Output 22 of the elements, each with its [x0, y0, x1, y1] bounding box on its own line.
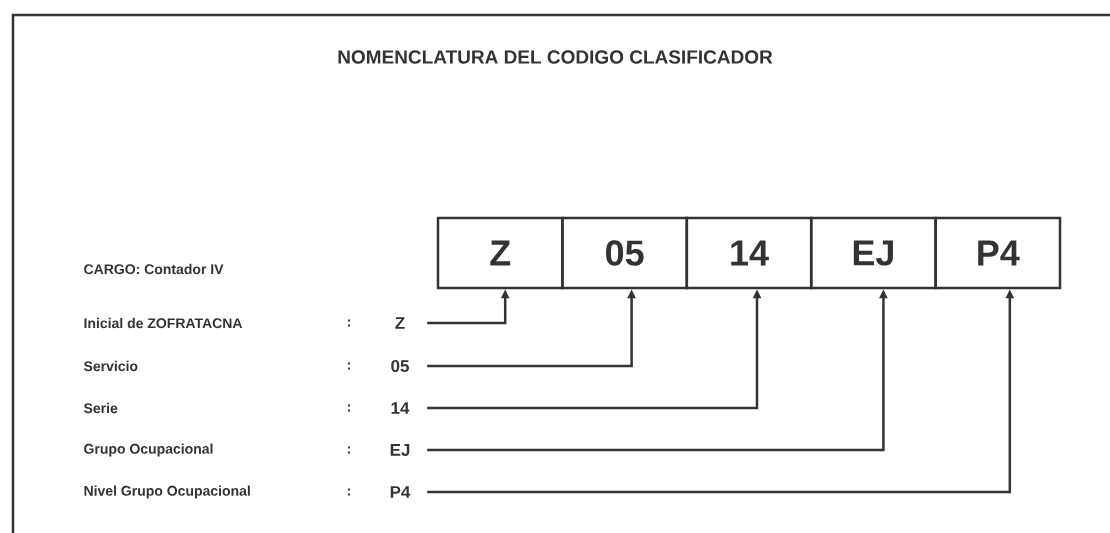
code-box: EJ: [809, 216, 937, 290]
code-box: 05: [561, 216, 689, 290]
colon: :: [348, 446, 350, 454]
row-label: Grupo Ocupacional: [84, 443, 213, 457]
code-letter: 14: [391, 402, 410, 414]
heading-label: CARGO: Contador IV: [84, 263, 224, 275]
code-letter: Z: [395, 317, 405, 329]
row-label: Serie: [83, 402, 118, 414]
code-box: 14: [685, 216, 813, 290]
code-letter: EJ: [390, 444, 410, 456]
code-letter: 05: [391, 360, 409, 373]
title: NOMENCLATURA DEL CODIGO CLASIFICADOR: [338, 50, 773, 64]
colon: :: [348, 488, 350, 496]
row-label: Servicio: [83, 360, 138, 372]
colon: :: [348, 319, 350, 327]
code-box: P4: [934, 216, 1062, 290]
row-label: Nivel Grupo Ocupacional: [84, 485, 250, 499]
colon: :: [348, 404, 350, 412]
colon: :: [348, 362, 350, 370]
code-box: Z: [436, 216, 564, 290]
code-letter: P4: [390, 486, 411, 498]
row-label: Inicial de ZOFRATACNA: [84, 317, 243, 329]
